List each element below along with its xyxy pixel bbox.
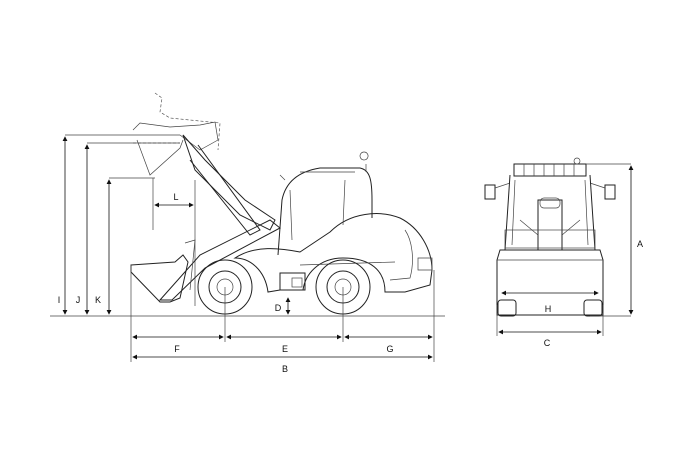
label-j: J — [76, 295, 81, 305]
side-view: I J K L D F E G B — [50, 92, 445, 374]
label-g: G — [386, 344, 393, 354]
label-i: I — [58, 295, 61, 305]
label-k: K — [95, 295, 101, 305]
lowered-bucket — [130, 254, 189, 303]
loader-body — [233, 151, 433, 293]
front-view: A H C — [484, 157, 643, 348]
label-h: H — [545, 304, 552, 314]
label-l: L — [173, 192, 178, 202]
label-c: C — [544, 338, 551, 348]
label-d: D — [275, 303, 282, 313]
label-a: A — [637, 239, 643, 249]
label-b: B — [282, 364, 288, 374]
label-f: F — [174, 344, 180, 354]
label-e: E — [282, 344, 288, 354]
raised-bucket — [132, 92, 221, 176]
loader-boom — [158, 134, 281, 301]
